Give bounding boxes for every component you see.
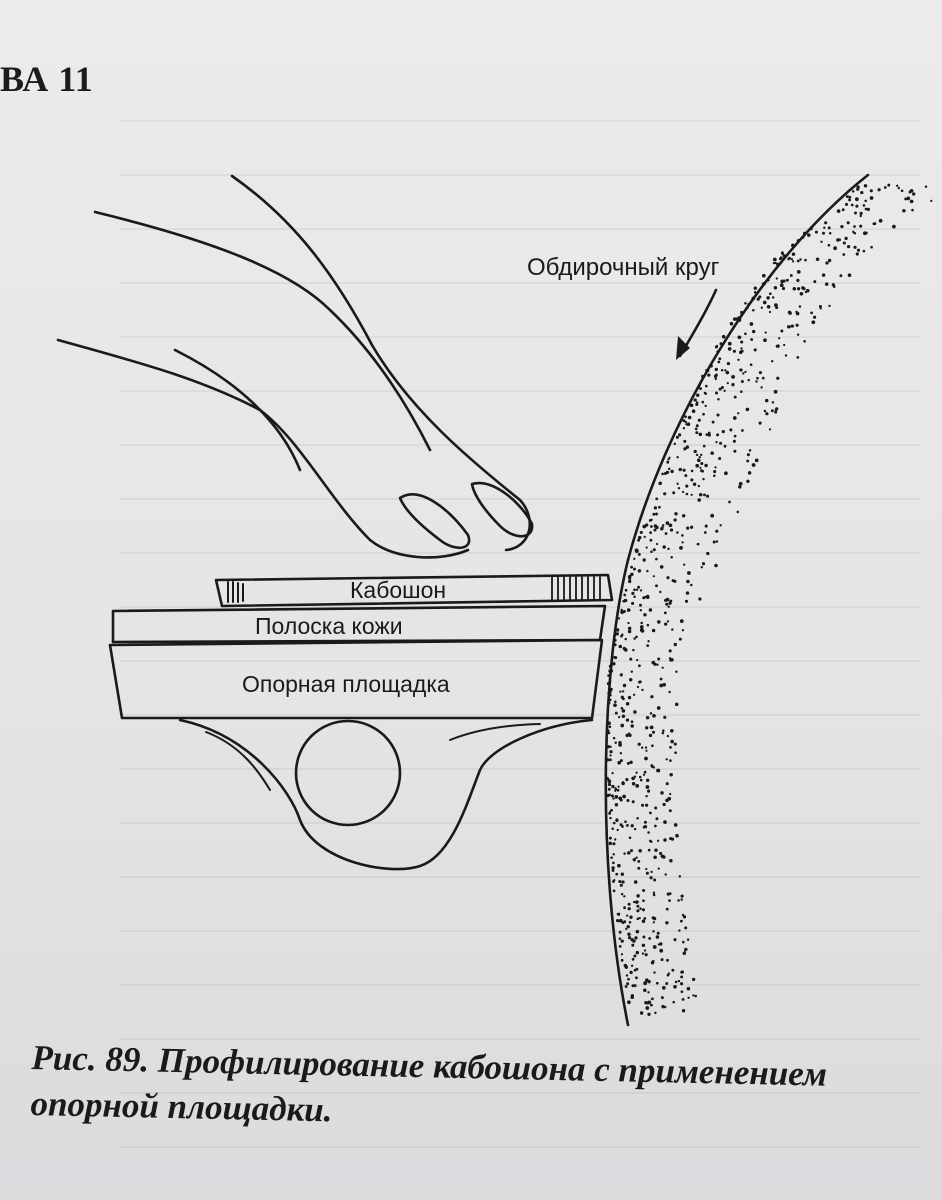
running-head: ВА 11 [0,59,94,99]
finger-upper-outline [93,210,432,452]
label-support-platform: Опорная площадка [242,671,450,697]
support-bracket-outline [178,718,594,871]
figure-caption: Рис. 89. Профилирование кабошона с приме… [30,1035,932,1146]
label-leather-strip: Полоска кожи [255,613,403,639]
finger-lower-outline [56,338,470,559]
cabochon-shape [214,573,614,608]
wheel-stipple-texture [605,183,933,1016]
reverse-side-text-bleed [120,90,920,1170]
label-grinding-wheel: Обдирочный круг [527,254,720,281]
fingernail-left [398,493,471,549]
support-axle-circle [294,719,402,827]
hand-illustration [56,174,534,559]
finger-crease [173,348,302,472]
support-platform-block [108,638,604,720]
finger-front-outline [230,174,532,552]
fingernail-right [470,481,534,538]
grinding-wheel-edge [604,173,870,1027]
label-cabochon: Кабошон [350,577,446,603]
arrow-head [676,336,690,360]
